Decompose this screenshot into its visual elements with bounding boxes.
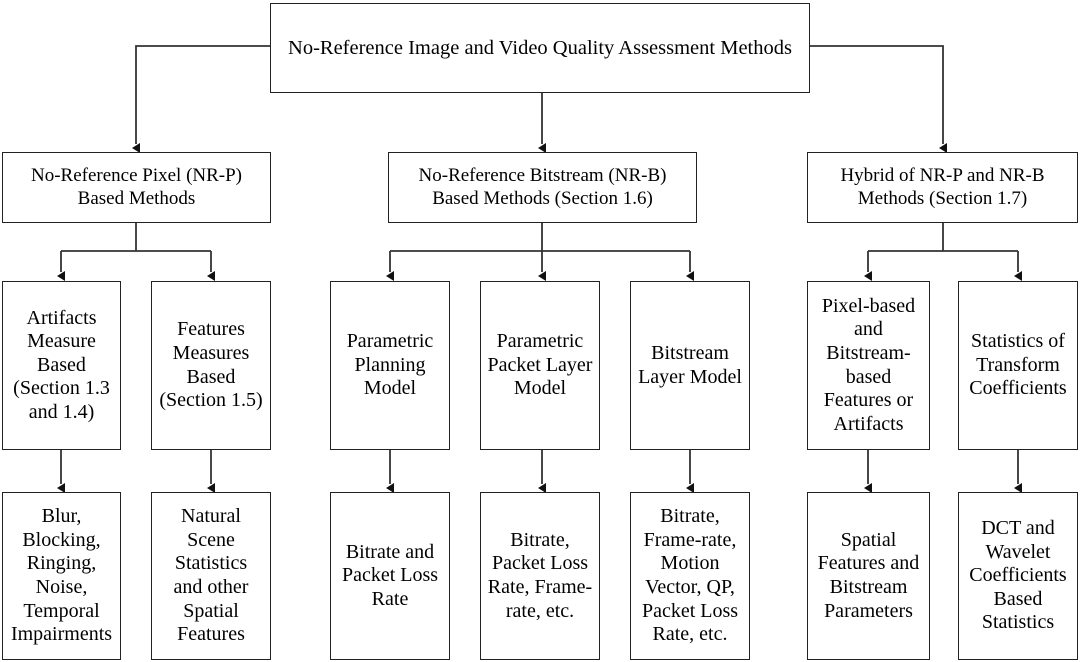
node-pixel-and-bitstream-features[interactable]: Pixel-based and Bitstream- based Feature… [807,281,930,450]
node-bitrate-motion-vector-qp[interactable]: Bitrate, Frame-rate, Motion Vector, QP, … [630,492,750,660]
node-bitrate-packet-loss-rate[interactable]: Bitrate and Packet Loss Rate [330,492,450,660]
node-artifacts-measure-based[interactable]: Artifacts Measure Based (Section 1.3 and… [2,281,121,450]
node-bitstream-layer-model[interactable]: Bitstream Layer Model [630,281,750,450]
node-bitrate-packet-loss-framerate[interactable]: Bitrate, Packet Loss Rate, Frame- rate, … [480,492,600,660]
node-features-measures-based[interactable]: Features Measures Based (Section 1.5) [151,281,271,450]
node-nrp-based-methods[interactable]: No-Reference Pixel (NR-P) Based Methods [2,152,271,223]
node-natural-scene-statistics[interactable]: Natural Scene Statistics and other Spati… [151,492,271,660]
connector-root-to-hybrid [810,45,947,153]
node-root-methods[interactable]: No-Reference Image and Video Quality Ass… [270,3,810,93]
node-blur-blocking-artifacts[interactable]: Blur, Blocking, Ringing, Noise, Temporal… [2,492,121,660]
node-parametric-packet-layer-model[interactable]: Parametric Packet Layer Model [480,281,600,450]
node-nrb-based-methods[interactable]: No-Reference Bitstream (NR-B) Based Meth… [388,152,697,223]
node-dct-wavelet-statistics[interactable]: DCT and Wavelet Coefficients Based Stati… [958,492,1078,660]
node-statistics-transform-coefficients[interactable]: Statistics of Transform Coefficients [958,281,1078,450]
node-spatial-features-bitstream-parameters[interactable]: Spatial Features and Bitstream Parameter… [807,492,930,660]
connector-root-to-nrp [132,45,270,153]
node-hybrid-methods[interactable]: Hybrid of NR-P and NR-B Methods (Section… [807,152,1078,223]
node-parametric-planning-model[interactable]: Parametric Planning Model [330,281,450,450]
